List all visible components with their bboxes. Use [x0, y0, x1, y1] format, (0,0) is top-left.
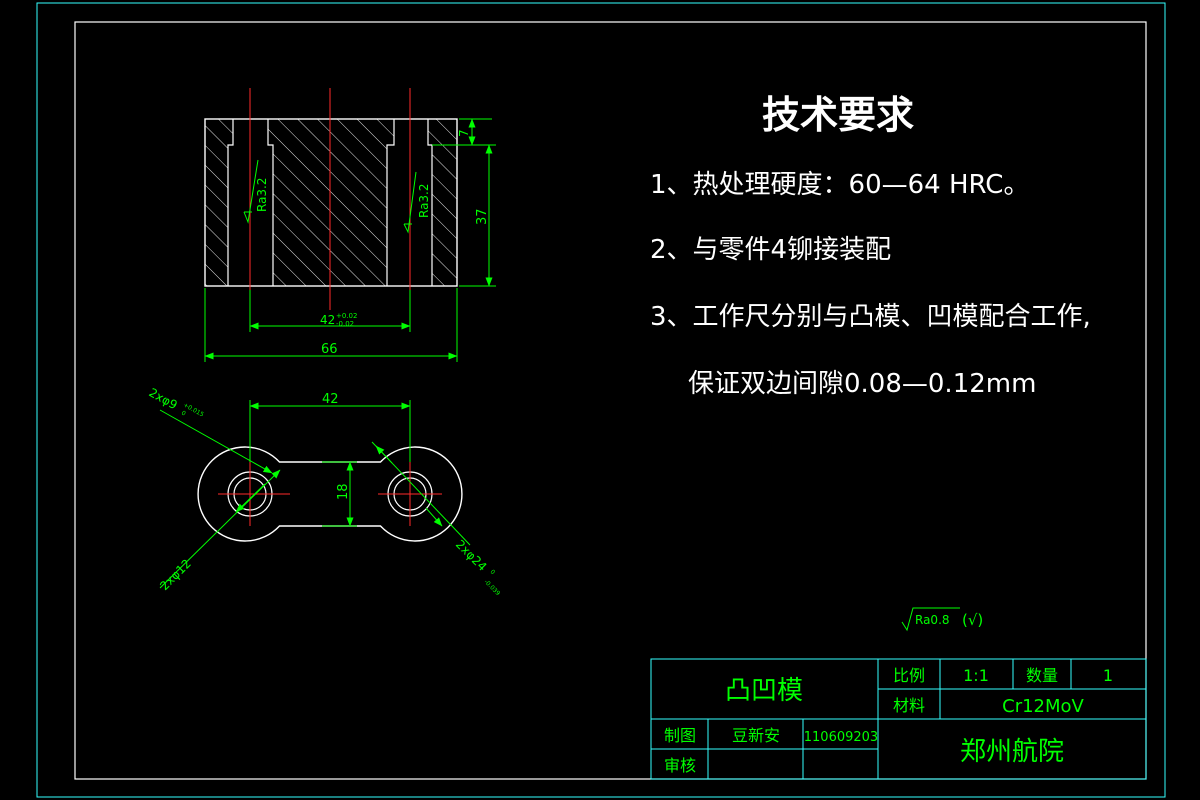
student-id: 110609203 [804, 730, 878, 745]
dim-counterbore-label: 7 [457, 129, 471, 137]
leader-bore [159, 469, 281, 589]
roughness-label-right: Ra3.2 [417, 183, 431, 218]
leader-outer-arrow-b [425, 507, 443, 527]
counterbore-right [394, 119, 428, 145]
label-outer-tol-lower: -0.039 [483, 578, 502, 597]
surface-symbol-suffix: (√) [962, 611, 983, 629]
dim-top-center-distance [249, 400, 411, 462]
dim-center-distance [249, 290, 411, 332]
technical-requirements: 技术要求 1、热处理硬度：60—64 HRC。 2、与零件4铆接装配 3、工作尺… [650, 93, 1091, 399]
school-name: 郑州航院 [960, 737, 1064, 767]
part-name: 凸凹模 [725, 676, 803, 706]
section-hatch-middle [268, 119, 394, 286]
top-view: 42 18 2xφ9 +0.015 0 2xφ12 2xφ24 0 -0.039 [147, 385, 502, 597]
roughness-symbol-left [243, 159, 259, 224]
scale-label: 比例 [893, 666, 925, 685]
roughness-label-left: Ra3.2 [255, 177, 269, 212]
top-view-outline [197, 446, 463, 542]
dim-top-center-label: 42 [322, 392, 339, 407]
dim-center-tol-lower: -0.02 [336, 320, 354, 328]
label-bore: 2xφ12 [157, 556, 194, 593]
dim-counterbore-depth [432, 118, 496, 146]
tech-line-4: 保证双边间隙0.08—0.12mm [688, 369, 1036, 399]
material-value: Cr12MoV [1002, 696, 1084, 717]
title-block [650, 658, 1147, 780]
check-label: 审核 [664, 756, 696, 775]
roughness-check-icon [901, 607, 960, 632]
leader-bore-tick [235, 483, 266, 513]
dim-overall-width [204, 288, 458, 362]
label-outer: 2xφ24 [453, 537, 490, 574]
qty-value: 1 [1103, 666, 1113, 685]
roughness-symbol-right [403, 171, 417, 234]
drawn-by: 豆新安 [732, 726, 780, 745]
dim-center-label: 42 [320, 313, 335, 327]
label-hole: 2xφ9 [147, 385, 180, 412]
tech-title: 技术要求 [762, 93, 914, 137]
inner-frame [74, 21, 1147, 780]
tech-line-2: 2、与零件4铆接装配 [650, 235, 891, 265]
outer-border [36, 2, 1166, 798]
dim-height-label: 37 [475, 208, 490, 225]
tech-line-1: 1、热处理硬度：60—64 HRC。 [650, 170, 1029, 200]
material-label: 材料 [893, 696, 925, 715]
dim-neck-label: 18 [336, 483, 351, 500]
surface-roughness-note: Ra0.8 (√) [901, 607, 983, 632]
dim-height [459, 144, 496, 287]
dim-center-tol-upper: +0.02 [336, 312, 357, 320]
dim-width-label: 66 [321, 342, 338, 357]
surface-symbol-text: Ra0.8 [915, 613, 950, 627]
leader-hole [159, 409, 273, 474]
qty-label: 数量 [1026, 666, 1058, 685]
tech-line-3: 3、工作尺分别与凸模、凹模配合工作, [650, 302, 1091, 332]
section-outline [204, 118, 458, 287]
label-hole-tol-lower: 0 [180, 410, 187, 418]
left-hole-outline [227, 119, 274, 286]
leader-outer-arrow-a [375, 445, 393, 464]
right-hole-outline [386, 119, 433, 286]
label-outer-tol-upper: 0 [489, 568, 497, 576]
dim-neck [322, 461, 357, 527]
drawn-label: 制图 [664, 726, 696, 745]
scale-value: 1:1 [963, 666, 989, 685]
section-view: Ra3.2 Ra3.2 7 37 42 +0.02 -0.02 [204, 88, 496, 362]
